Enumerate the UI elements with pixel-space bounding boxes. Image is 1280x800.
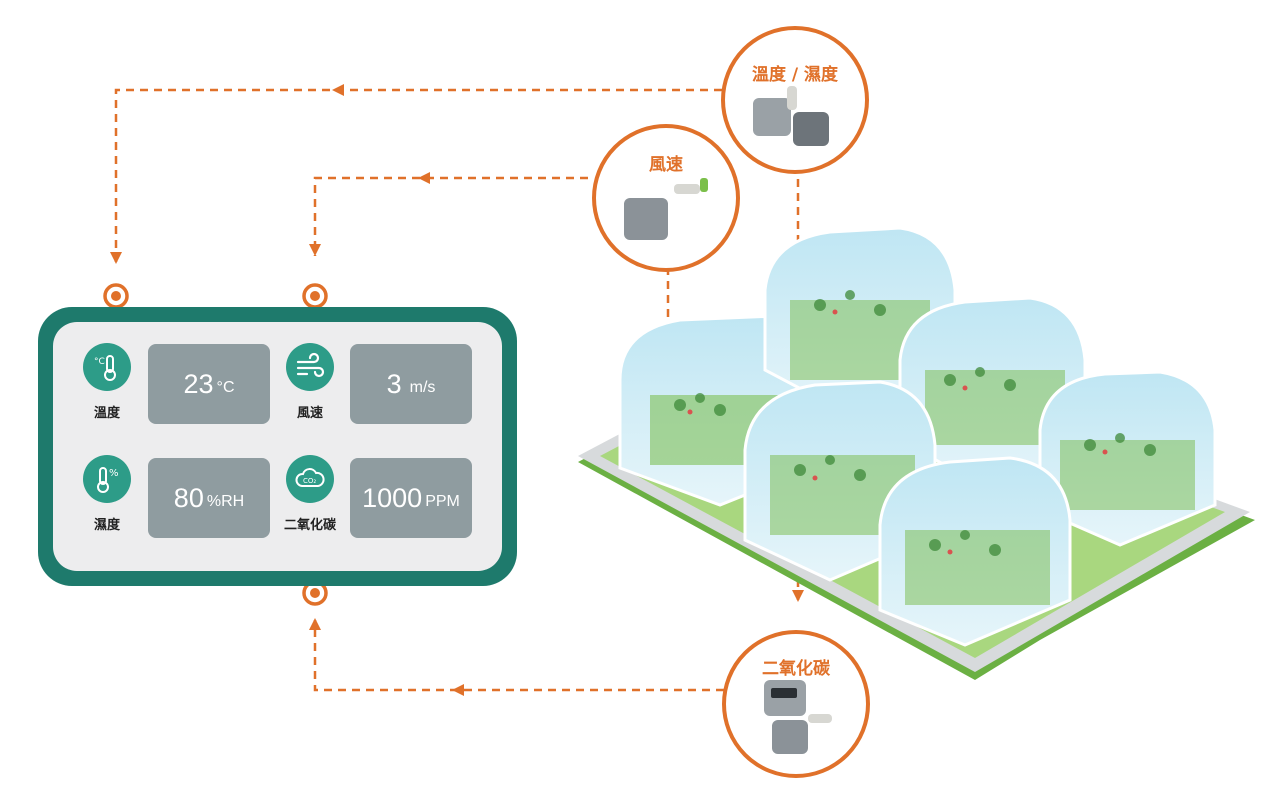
temperature-label: 溫度 (93, 406, 120, 421)
humidity-unit: %RH (206, 492, 245, 510)
temperature-unit: °C (216, 378, 235, 396)
co2-sensor-title: 二氧化碳 (762, 659, 830, 679)
arrow-marks (110, 84, 804, 696)
target-dot (103, 283, 129, 309)
thermometer-celsius-icon: °C (83, 343, 131, 391)
wind-line (313, 176, 588, 256)
humidity-value: 80 (173, 482, 204, 513)
wind-unit: m/s (409, 378, 436, 396)
co2-unit: PPM (425, 492, 460, 510)
wind-value: 3 (386, 368, 402, 399)
temp-humidity-line (114, 88, 722, 262)
co2-label: 二氧化碳 (283, 518, 336, 533)
co2-cloud-icon: CO₂ (286, 455, 334, 503)
air-velocity-sensor-title: 風速 (649, 155, 683, 175)
humidity-value-box: 80 %RH (148, 458, 270, 538)
greenhouse-unit (878, 456, 1072, 647)
target-dot (302, 283, 328, 309)
wind-value-box: 3 m/s (350, 344, 472, 424)
humidity-label: 濕度 (93, 518, 120, 533)
co2-line (313, 620, 724, 692)
svg-text:%: % (109, 468, 119, 479)
co2-value: 1000 (362, 482, 423, 513)
temp-humidity-sensor-title: 溫度 / 濕度 (751, 65, 839, 85)
svg-text:CO₂: CO₂ (303, 477, 316, 485)
greenhouse-unit (1038, 370, 1217, 547)
wind-icon (286, 343, 334, 391)
air-velocity-sensor-bubble: 風速 (592, 124, 740, 272)
temp-humidity-sensor-bubble: 溫度 / 濕度 (721, 26, 869, 174)
temperature-value-box: 23 °C (148, 344, 270, 424)
wind-label: 風速 (296, 406, 323, 421)
greenhouse-illustration (578, 226, 1255, 680)
co2-sensor-bubble: 二氧化碳 (722, 630, 870, 778)
thermometer-humidity-icon: % (83, 455, 131, 503)
svg-text:°C: °C (94, 357, 105, 367)
co2-value-box: 1000 PPM (350, 458, 472, 538)
temperature-value: 23 (183, 368, 214, 399)
